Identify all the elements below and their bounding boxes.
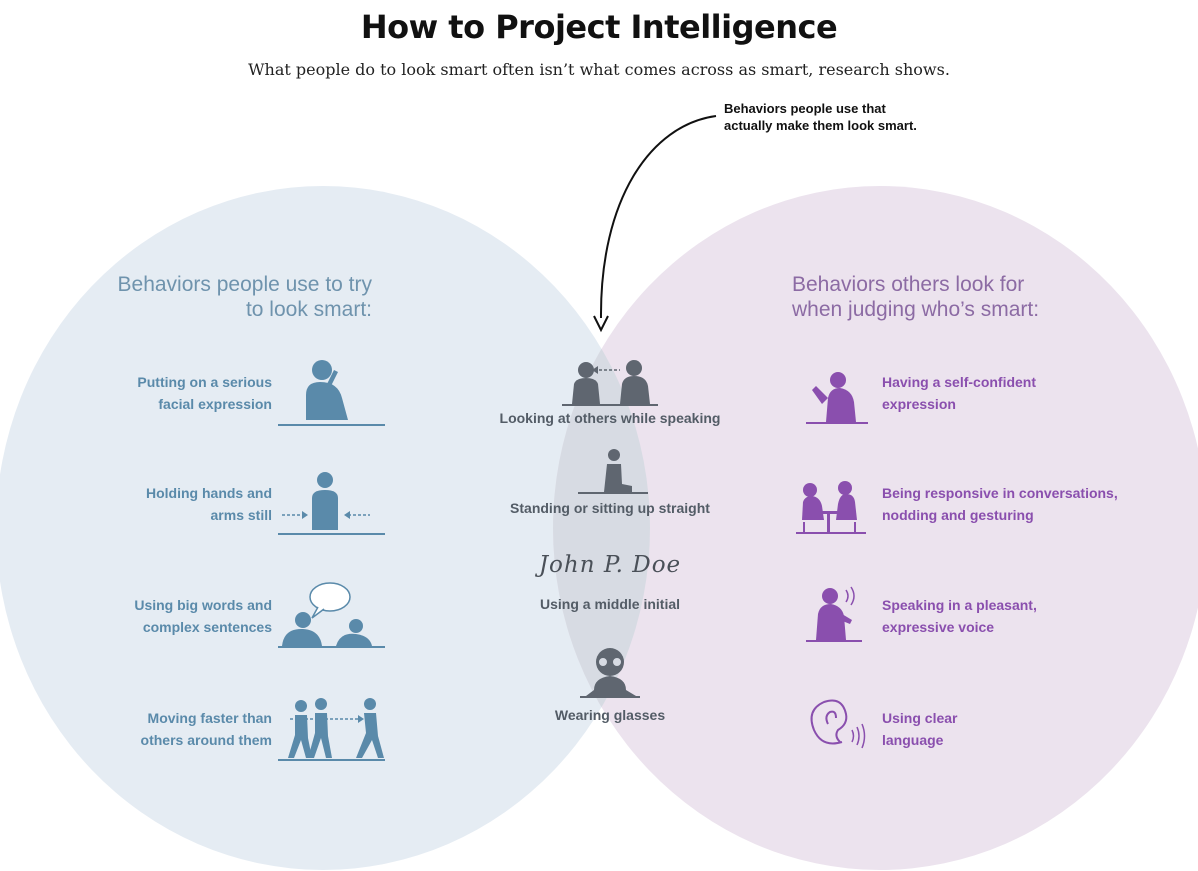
glasses-person-icon xyxy=(580,648,640,698)
eye-contact-icon xyxy=(562,360,658,406)
callout-line-1: Behaviors people use that xyxy=(724,101,886,116)
left-item-2-line-1: Holding hands and xyxy=(146,485,272,501)
left-item-big-words: Using big words and complex sentences xyxy=(52,594,272,638)
overlap-callout: Behaviors people use that actually make … xyxy=(724,100,1024,134)
right-set-heading: Behaviors others look for when judging w… xyxy=(792,272,1092,322)
left-item-moving-faster: Moving faster than others around them xyxy=(52,707,272,751)
arms-still-person-icon xyxy=(278,472,385,535)
left-item-4-line-1: Moving faster than xyxy=(147,710,272,726)
confident-person-icon xyxy=(806,372,868,424)
right-item-3-line-1: Speaking in a pleasant, xyxy=(882,597,1037,613)
left-item-3-line-1: Using big words and xyxy=(134,597,272,613)
left-item-serious-expression: Putting on a serious facial expression xyxy=(52,371,272,415)
page-subtitle: What people do to look smart often isn’t… xyxy=(248,60,950,79)
conversation-table-icon xyxy=(796,481,866,534)
right-item-4-line-2: language xyxy=(882,732,944,748)
right-heading-line-1: Behaviors others look for xyxy=(792,273,1025,296)
right-item-clear-language: Using clear language xyxy=(882,707,1182,751)
callout-line-2: actually make them look smart. xyxy=(724,118,917,133)
speech-bubble-people-icon xyxy=(278,582,385,648)
overlap-item-glasses: Wearing glasses xyxy=(554,707,666,723)
overlap-item-posture: Standing or sitting up straight xyxy=(510,500,710,516)
ear-icon xyxy=(810,699,866,749)
right-item-2-line-1: Being responsive in conversations, xyxy=(882,485,1118,501)
right-item-3-line-2: expressive voice xyxy=(882,619,995,635)
right-item-pleasant-voice: Speaking in a pleasant, expressive voice xyxy=(882,594,1182,638)
speaking-person-icon xyxy=(806,586,862,642)
left-heading-line-2: to look smart: xyxy=(245,298,372,321)
page-title: How to Project Intelligence xyxy=(360,8,838,46)
right-circle xyxy=(553,186,1198,870)
right-item-1-line-1: Having a self-confident xyxy=(882,374,1037,390)
signature-icon: John P. Doe xyxy=(538,552,682,578)
walking-people-icon xyxy=(278,698,385,761)
left-item-3-line-2: complex sentences xyxy=(142,619,272,635)
left-item-1-line-1: Putting on a serious xyxy=(137,374,272,390)
overlap-item-middle-initial: Using a middle initial xyxy=(539,596,681,612)
right-heading-line-2: when judging who’s smart: xyxy=(792,298,1040,321)
left-item-4-line-2: others around them xyxy=(140,732,272,748)
left-heading-line-1: Behaviors people use to try xyxy=(117,273,372,296)
thinking-person-icon xyxy=(278,360,385,426)
right-item-1-line-2: expression xyxy=(882,396,956,412)
overlap-item-eye-contact: Looking at others while speaking xyxy=(499,410,721,426)
right-item-2-line-2: nodding and gesturing xyxy=(882,507,1034,523)
sitting-person-icon xyxy=(578,449,648,494)
left-item-1-line-2: facial expression xyxy=(158,396,272,412)
left-item-2-line-2: arms still xyxy=(210,507,272,523)
right-item-self-confident: Having a self-confident expression xyxy=(882,371,1182,415)
callout-arrowhead xyxy=(593,315,609,333)
callout-arrow xyxy=(599,115,717,319)
right-item-responsive: Being responsive in conversations, noddi… xyxy=(882,482,1182,526)
right-item-4-line-1: Using clear xyxy=(882,710,958,726)
left-item-hands-still: Holding hands and arms still xyxy=(52,482,272,526)
left-set-heading: Behaviors people use to try to look smar… xyxy=(72,272,372,322)
